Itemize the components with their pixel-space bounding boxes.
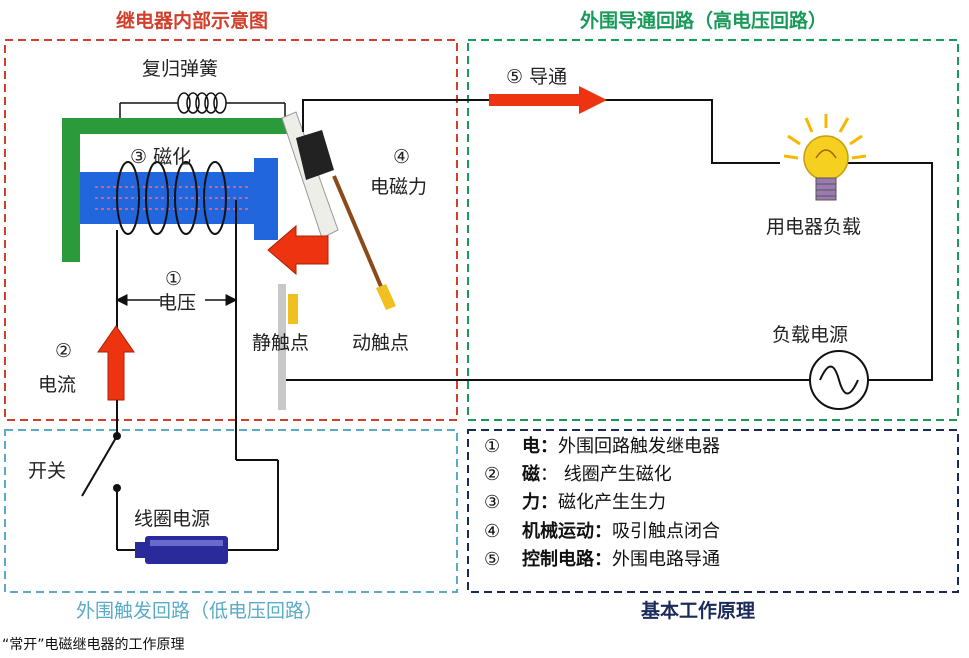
- principle-section-box: [467, 429, 959, 593]
- yoke: [62, 118, 294, 262]
- current-label: 电流: [38, 374, 77, 396]
- static-contact: [278, 284, 298, 410]
- internal-section-box: [4, 39, 458, 421]
- legend-key: 磁: [522, 464, 540, 485]
- load-label: 用电器负载: [766, 216, 862, 238]
- switch-contact: [113, 484, 121, 492]
- static-contact-label: 静触点: [252, 332, 310, 354]
- legend-description: ： 线圈产生磁化: [540, 464, 672, 485]
- trigger-circuit: [81, 400, 279, 551]
- legend-number: ⑤: [484, 549, 501, 570]
- force-number: ④: [393, 146, 411, 168]
- internal-section-title: 继电器内部示意图: [116, 10, 269, 32]
- force-label: 电磁力: [370, 176, 428, 198]
- load-circuit: [286, 99, 933, 381]
- legend-item: ① 电：外围回路触发继电器: [484, 436, 720, 458]
- legend-number: ③: [484, 492, 501, 513]
- legend-item: ④ 机械运动：吸引触点闭合: [484, 521, 720, 543]
- legend-key: 机械运动：: [522, 521, 612, 542]
- current-arrow: [97, 325, 135, 401]
- current-number: ②: [55, 340, 73, 362]
- legend-key: 力：: [522, 492, 558, 513]
- trigger-section-title: 外围触发回路（低电压回路）: [76, 600, 324, 622]
- coil-battery: [135, 536, 228, 564]
- coil: [116, 161, 237, 460]
- voltage-label: 电压: [158, 292, 197, 314]
- trigger-section-box: [4, 429, 458, 593]
- external-section-box: [467, 39, 959, 421]
- magnetize-label: ③ 磁化: [130, 146, 192, 168]
- spring-label: 复归弹簧: [142, 58, 219, 80]
- conduct-label: ⑤ 导通: [506, 66, 568, 88]
- legend-number: ②: [484, 464, 501, 485]
- coil-power-label: 线圈电源: [134, 508, 211, 530]
- legend-description: 吸引触点闭合: [612, 521, 720, 542]
- light-bulb-icon: [783, 114, 867, 201]
- external-section-title: 外围导通回路（高电压回路）: [580, 10, 828, 32]
- return-spring: [119, 92, 286, 118]
- switch-pivot: [113, 432, 121, 440]
- legend-key: 电：: [522, 436, 558, 457]
- legend-key: 控制电路：: [522, 549, 612, 570]
- legend-description: 外围回路触发继电器: [558, 436, 720, 457]
- legend-item: ⑤ 控制电路：外围电路导通: [484, 549, 720, 571]
- armature: [281, 111, 396, 310]
- load-power-label: 负载电源: [772, 324, 849, 346]
- force-arrow: [267, 224, 329, 276]
- legend-item: ③ 力：磁化产生生力: [484, 492, 666, 514]
- voltage-number: ①: [165, 268, 183, 290]
- legend-number: ④: [484, 521, 501, 542]
- legend-description: 外围电路导通: [612, 549, 720, 570]
- ac-source-icon: [809, 350, 869, 410]
- switch-label: 开关: [28, 460, 67, 482]
- conduct-arrow: [489, 86, 607, 114]
- moving-contact-label: 动触点: [352, 332, 410, 354]
- legend-number: ①: [484, 436, 501, 457]
- principle-section-title: 基本工作原理: [641, 600, 756, 622]
- legend-description: 磁化产生生力: [558, 492, 666, 513]
- figure-caption: “常开”电磁继电器的工作原理: [2, 637, 185, 653]
